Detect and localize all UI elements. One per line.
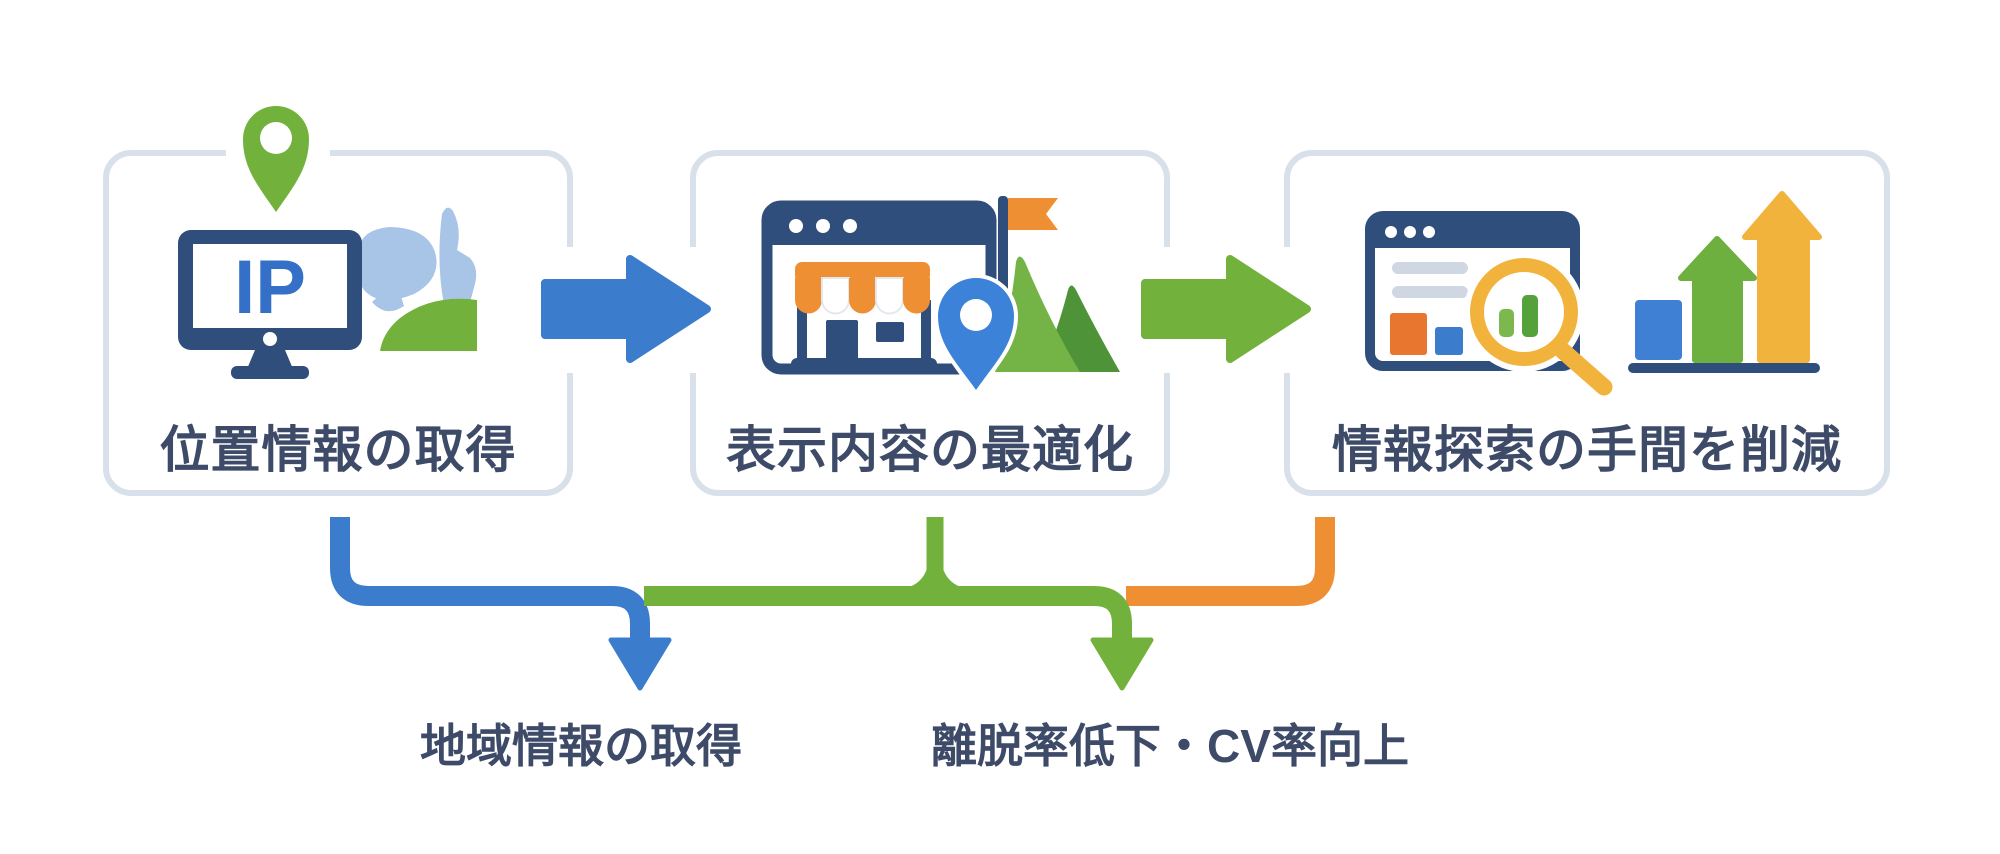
step-caption-3: 情報探索の手間を削減 [1332,422,1842,478]
connector-blue [330,517,650,645]
step-box-2: 表示内容の最適化 [690,150,1170,496]
connector-lines [330,517,1335,691]
step-caption-1: 位置情報の取得 [159,422,517,478]
connector-green [644,586,1132,645]
connector-orange [1126,517,1335,606]
step-box-3: 情報探索の手間を削減 [1284,150,1890,496]
step-caption-2: 表示内容の最適化 [726,422,1134,478]
step-box-1: 位置情報の取得 [103,150,573,496]
outcome-label-2: 離脱率低下・CV率向上 [931,720,1409,772]
arrow-down-green-icon [1090,637,1154,691]
outcome-label-1: 地域情報の取得 [420,720,742,772]
arrow-down-blue-icon [608,637,672,691]
